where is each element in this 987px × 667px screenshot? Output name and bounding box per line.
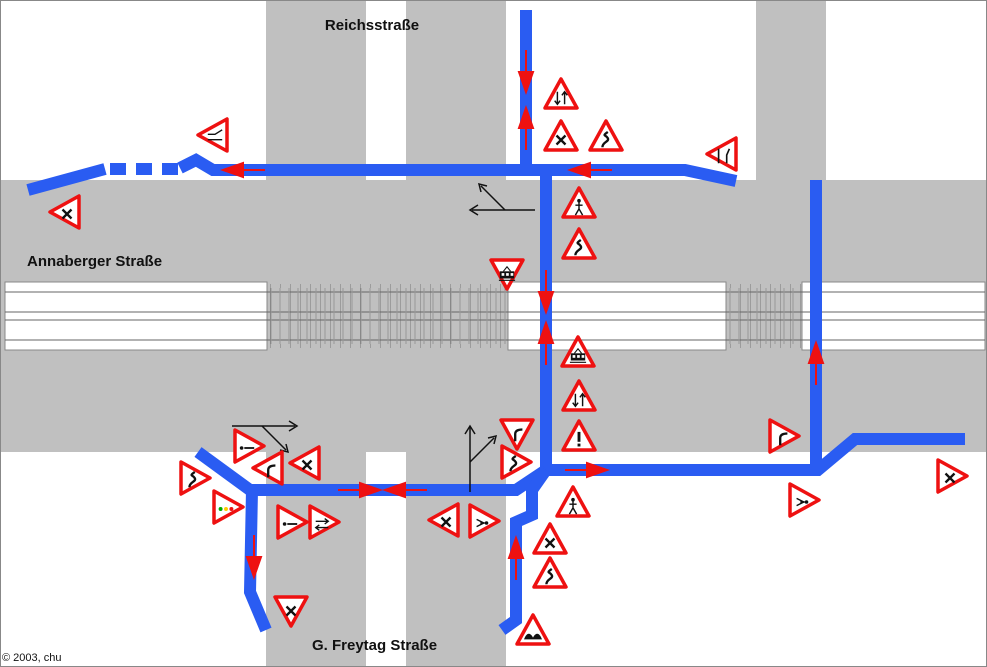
warning-sign-priority-right [427,502,460,538]
arrow-down [537,270,555,316]
arrow-up [807,339,825,385]
warning-sign-curve [499,418,535,451]
warning-sign-priority-right [273,595,309,628]
arrow-down [517,50,535,96]
roundabout-icon [476,518,489,528]
warning-sign-priority-right [288,445,321,481]
street-label-annaberger: Annaberger Straße [27,253,162,270]
warning-sign-oncoming-traffic [543,77,579,110]
warning-sign-priority-right [48,194,81,230]
arrow-right [338,481,384,499]
arrow-right [565,461,611,479]
road-freytag-right [406,450,506,667]
priority-right-icon [285,605,297,617]
curve-icon [779,432,788,446]
tram-platform [801,281,986,351]
double-curve-icon [188,470,197,488]
direction-arrows [219,50,825,581]
pedestrians-icon [574,198,584,216]
street-label-reichsstrasse: Reichsstraße [325,17,419,34]
warning-sign-priority-right [532,522,568,555]
warning-sign-pedestrians [555,485,591,518]
double-curve-icon [601,130,610,148]
curve-icon [514,428,523,442]
warning-sign-curve [768,418,801,454]
route-freytag-up [498,466,551,635]
priority-right-icon [61,208,73,220]
warning-sign-oncoming-traffic [561,379,597,412]
priority-right-icon [544,537,556,549]
danger-icon [577,431,581,447]
lane-arrow-up-upright [464,424,498,492]
one-way-right-icon [282,522,298,526]
arrow-left [381,481,427,499]
oncoming-traffic-icon [554,90,568,106]
priority-right-icon [555,134,567,146]
warning-sign-one-way-right [233,428,266,464]
copyright-text: © 2003, chu [2,652,61,664]
tram-icon [569,347,587,363]
uneven-road-icon [524,633,542,640]
arrow-down [245,535,263,581]
double-curve-icon [509,454,518,472]
road-reichsstrasse-left [266,1,366,181]
warning-sign-roundabout [468,503,501,539]
warning-sign-tram [560,335,596,368]
warning-signs [48,77,969,646]
road-reichsstrasse-right [406,1,506,181]
curve-icon [267,464,276,478]
warning-sign-roundabout [788,482,821,518]
warning-sign-tram [489,258,525,291]
lane-change-icon [314,518,330,531]
warning-sign-narrowing [705,136,738,172]
merging-lanes-icon [207,129,223,141]
arrow-left [566,161,612,179]
warning-sign-priority-right [936,458,969,494]
warning-sign-uneven-road [515,613,551,646]
warning-sign-double-curve [561,227,597,260]
arrow-up [507,534,525,580]
routes [26,10,965,635]
priority-right-icon [301,459,313,471]
warning-sign-double-curve [179,460,212,496]
one-way-right-icon [239,446,255,450]
street-label-freytag: G. Freytag Straße [312,637,437,654]
route-freytag-down [243,489,272,633]
warning-sign-double-curve [532,556,568,589]
route-upper [177,153,738,187]
route-upper [26,163,107,196]
arrow-up [537,319,555,365]
warning-sign-traffic-lights [212,489,245,525]
double-curve-icon [545,567,554,585]
double-curve-icon [574,238,583,256]
road-upper-right [756,1,826,181]
warning-sign-lane-change [308,504,341,540]
warning-sign-double-curve [500,444,533,480]
priority-right-icon [944,472,956,484]
warning-sign-priority-right [543,119,579,152]
pedestrians-icon [568,497,578,515]
warning-sign-one-way-right [276,504,309,540]
priority-right-icon [440,516,452,528]
narrowing-icon [717,148,731,164]
route-lower-right [544,433,965,476]
warning-sign-curve [251,450,284,486]
warning-sign-pedestrians [561,186,597,219]
tram-platform [4,281,268,351]
arrow-left [219,161,265,179]
traffic-lights-icon [218,507,234,511]
oncoming-traffic-icon [572,392,586,408]
roundabout-icon [796,497,809,507]
warning-sign-danger [561,419,597,452]
arrow-up [517,104,535,150]
warning-sign-merging-lanes [196,117,229,153]
tram-icon [498,265,516,281]
lane-arrow-left-upleft [468,182,535,216]
tram-tracks [4,281,986,351]
warning-sign-double-curve [588,119,624,152]
